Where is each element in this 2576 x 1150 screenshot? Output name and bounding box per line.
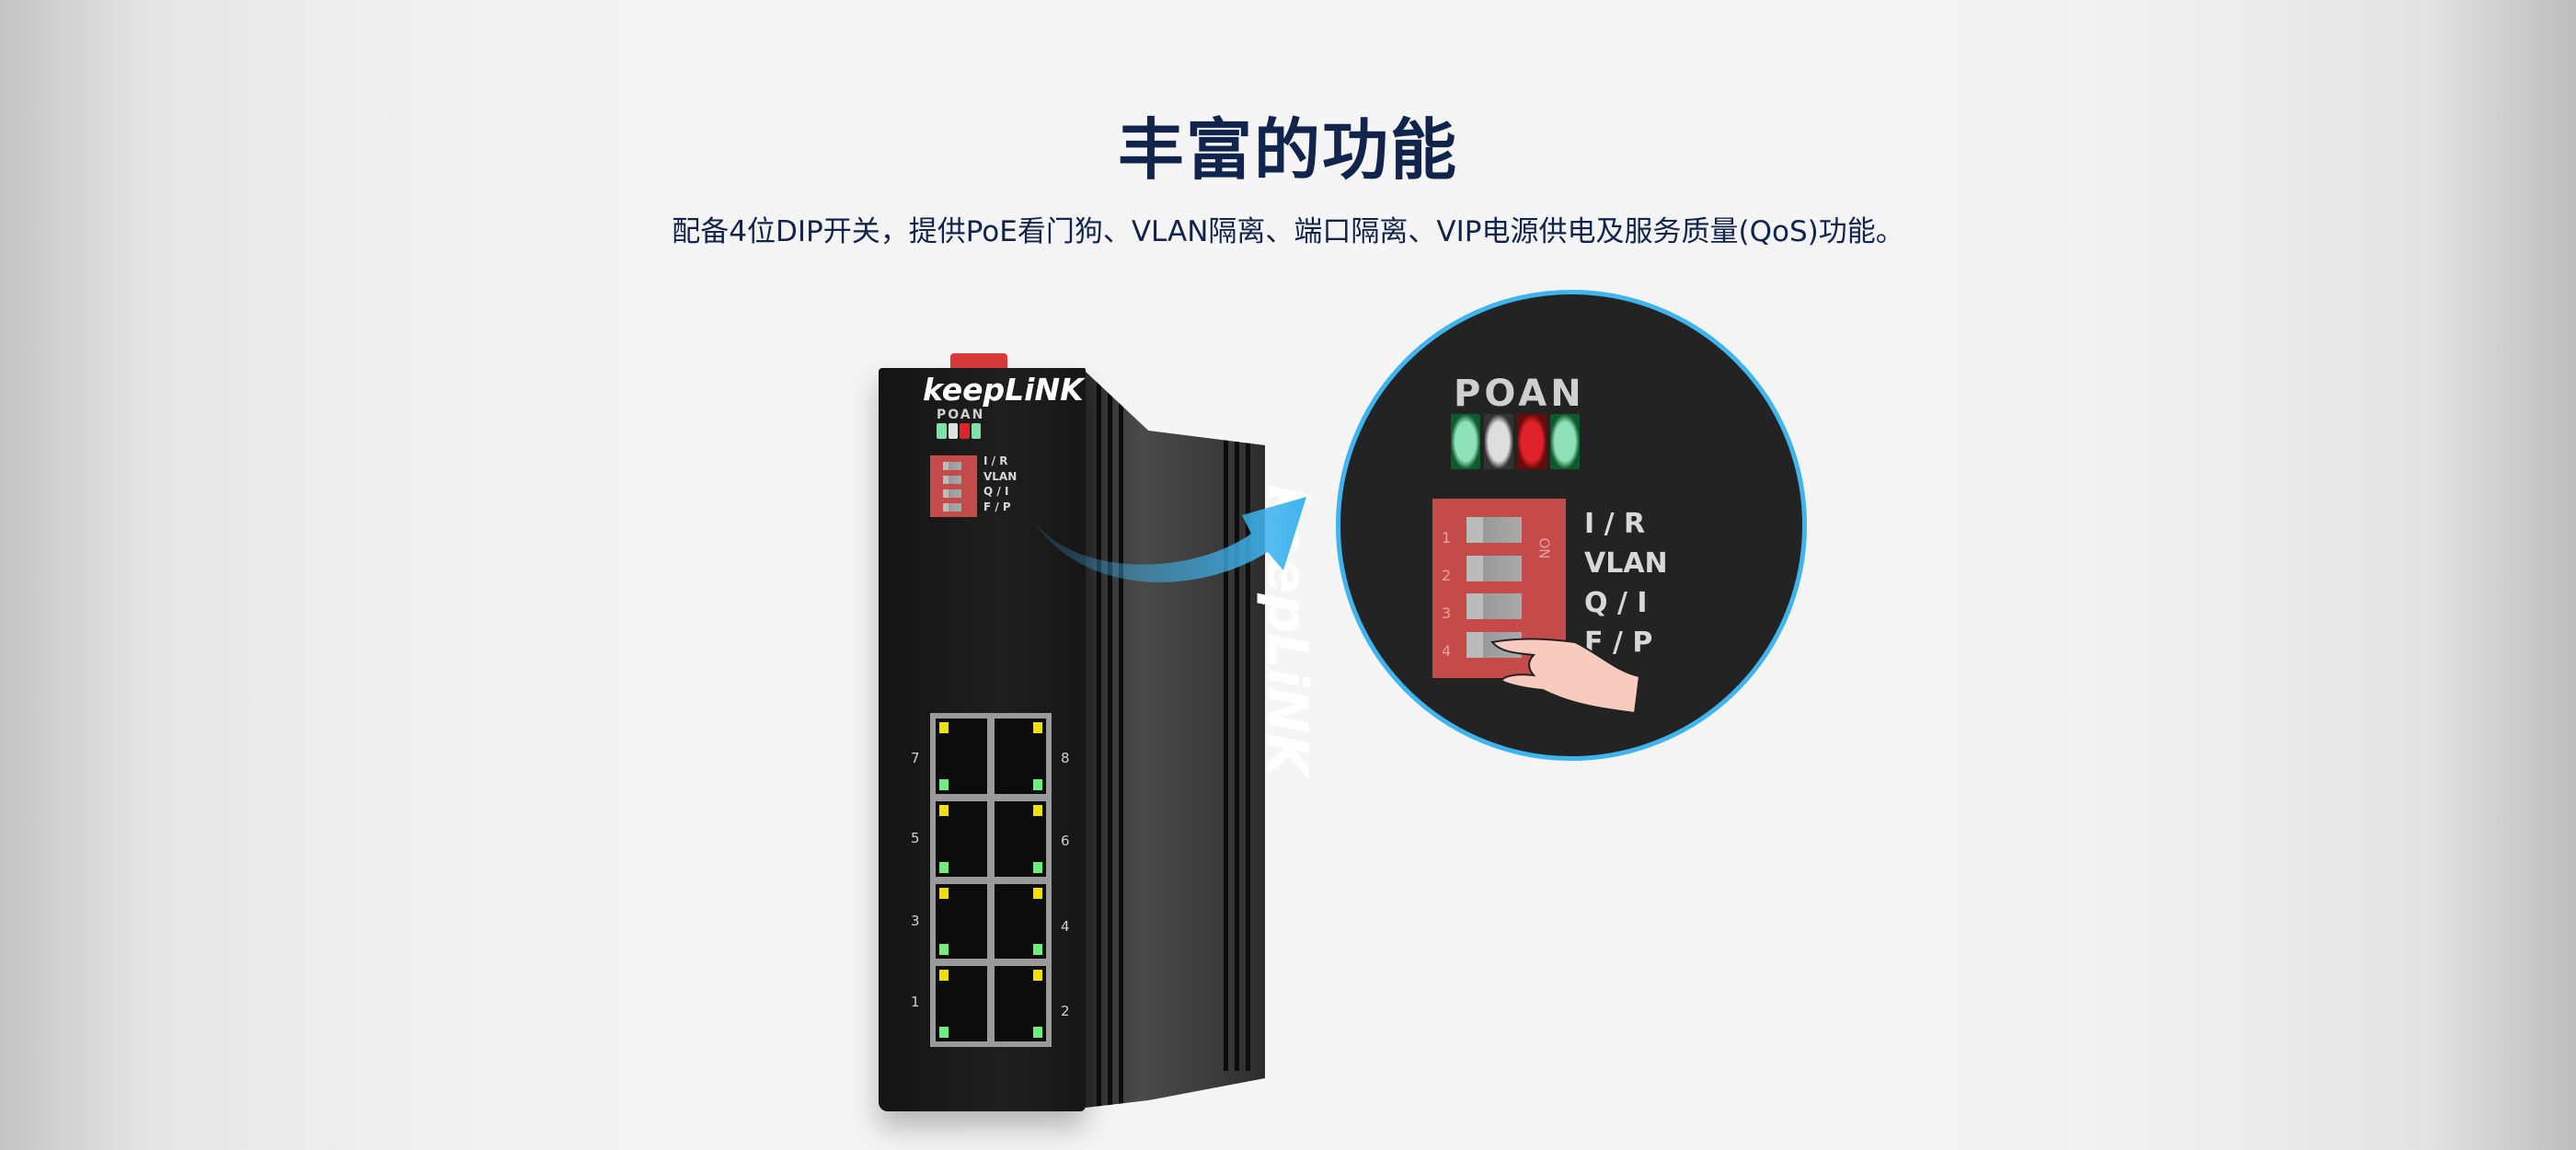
zoom-status-leds bbox=[1451, 414, 1580, 469]
dip-label: I / R bbox=[983, 454, 1008, 467]
port-number: 4 bbox=[1061, 918, 1070, 935]
dip-on-label: ON bbox=[1535, 537, 1553, 559]
port-1[interactable] bbox=[936, 966, 987, 1041]
led-p bbox=[937, 423, 947, 439]
port-3[interactable] bbox=[936, 883, 987, 960]
led-o bbox=[948, 423, 958, 439]
led-a bbox=[1517, 414, 1547, 469]
dip-label: Q / I bbox=[1584, 587, 1648, 619]
arrow-icon bbox=[1021, 497, 1306, 582]
zoom-led-label: POAN bbox=[1454, 373, 1585, 415]
page-subtitle: 配备4位DIP开关，提供PoE看门狗、VLAN隔离、端口隔离、VIP电源供电及服… bbox=[672, 215, 1904, 248]
dip-switch[interactable] bbox=[930, 455, 977, 517]
port-6[interactable] bbox=[995, 800, 1046, 877]
dip-label: VLAN bbox=[1584, 547, 1668, 580]
dip-number: 3 bbox=[1442, 604, 1452, 622]
dip-number: 2 bbox=[1442, 567, 1452, 584]
dip-number: 4 bbox=[1442, 642, 1452, 660]
dip-switch-zoom-inset: POAN 1 2 3 4 ON I / R VLAN Q / I F / P bbox=[1336, 290, 1807, 761]
dip-number: 1 bbox=[1442, 529, 1452, 546]
ethernet-ports bbox=[930, 713, 1052, 1047]
led-label: POAN bbox=[937, 408, 985, 422]
dip-label: Q / I bbox=[983, 485, 1009, 498]
dip-labels: I / R VLAN Q / I F / P bbox=[983, 454, 1017, 514]
page-title: 丰富的功能 bbox=[1117, 111, 1458, 189]
status-leds bbox=[937, 423, 981, 439]
led-n bbox=[971, 423, 981, 439]
port-number: 3 bbox=[911, 913, 920, 929]
port-number: 2 bbox=[1061, 1003, 1070, 1019]
port-4[interactable] bbox=[995, 883, 1046, 960]
port-8[interactable] bbox=[995, 719, 1046, 794]
led-p bbox=[1451, 414, 1480, 469]
port-5[interactable] bbox=[936, 800, 987, 877]
port-number: 1 bbox=[911, 994, 920, 1010]
port-number: 5 bbox=[911, 830, 920, 846]
led-n bbox=[1550, 414, 1580, 469]
port-2[interactable] bbox=[995, 966, 1046, 1041]
device-logo: keepLiNK bbox=[923, 372, 1084, 408]
power-terminal bbox=[950, 353, 1007, 370]
port-number: 7 bbox=[911, 750, 920, 766]
led-o bbox=[1484, 414, 1513, 469]
led-a bbox=[960, 423, 970, 439]
dip-label: VLAN bbox=[983, 469, 1018, 483]
port-7[interactable] bbox=[936, 719, 987, 794]
dip-numbers: 1 2 3 4 bbox=[1442, 519, 1451, 670]
device-side-panel bbox=[1086, 372, 1265, 1108]
dip-label: F / P bbox=[983, 500, 1011, 513]
zoom-dip-labels: I / R VLAN Q / I F / P bbox=[1584, 504, 1668, 662]
port-number: 8 bbox=[1061, 750, 1070, 766]
hand-pointer-icon bbox=[1490, 638, 1641, 715]
port-number: 6 bbox=[1061, 833, 1070, 849]
dip-label: I / R bbox=[1584, 508, 1646, 540]
